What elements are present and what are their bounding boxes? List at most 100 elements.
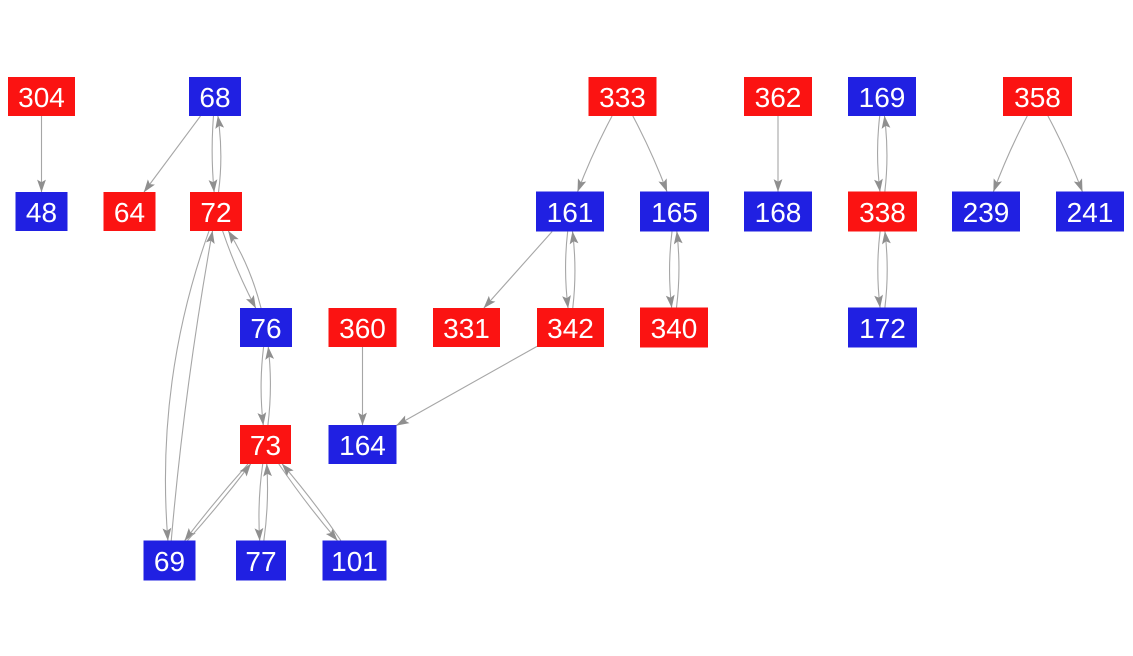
node-label: 77	[245, 546, 276, 577]
node-label: 241	[1067, 197, 1114, 228]
node-label: 362	[755, 82, 802, 113]
graph-node-331[interactable]: 331	[433, 308, 500, 347]
node-label: 73	[250, 430, 281, 461]
graph-node-338[interactable]: 338	[848, 191, 917, 232]
graph-edge-73-101	[278, 463, 338, 541]
node-box[interactable]	[588, 77, 657, 116]
node-label: 165	[651, 197, 698, 228]
node-box[interactable]	[1056, 191, 1124, 232]
node-label: 340	[651, 313, 698, 344]
graph-node-68[interactable]: 68	[189, 77, 241, 116]
graph-node-77[interactable]: 77	[236, 540, 286, 581]
node-box[interactable]	[848, 77, 916, 116]
graph-node-172[interactable]: 172	[848, 307, 917, 348]
graph-edge-76-73	[257, 346, 267, 426]
node-label: 64	[114, 197, 145, 228]
node-label: 358	[1014, 82, 1061, 113]
graph-node-101[interactable]: 101	[322, 540, 387, 581]
node-label: 101	[331, 546, 378, 577]
node-label: 76	[250, 313, 281, 344]
node-box[interactable]	[640, 307, 708, 348]
nodes-layer: 304 68 333 362 169 358 48 64 72 161 165 168 338 239 24…	[8, 77, 1124, 581]
node-box[interactable]	[103, 192, 156, 231]
node-box[interactable]	[433, 308, 500, 347]
graph-node-358[interactable]: 358	[1003, 77, 1072, 116]
graph-edge-169-338	[874, 115, 883, 192]
graph-node-360[interactable]: 360	[328, 308, 397, 347]
graph-node-362[interactable]: 362	[744, 77, 812, 116]
graph-node-73[interactable]: 73	[240, 425, 291, 464]
graph-node-64[interactable]: 64	[103, 192, 156, 231]
node-box[interactable]	[848, 191, 917, 232]
node-box[interactable]	[240, 425, 291, 464]
graph-edge-73-76	[265, 346, 275, 426]
graph-node-164[interactable]: 164	[328, 425, 397, 464]
node-label: 331	[443, 313, 490, 344]
graph-node-168[interactable]: 168	[744, 191, 812, 232]
graph-edge-342-161	[569, 231, 579, 309]
node-label: 342	[547, 313, 594, 344]
node-box[interactable]	[640, 191, 709, 232]
node-label: 69	[154, 546, 185, 577]
node-box[interactable]	[848, 307, 917, 348]
graph-edge-338-169	[881, 115, 891, 192]
node-label: 48	[26, 197, 57, 228]
graph-edge-358-239	[992, 115, 1028, 192]
graph-node-333[interactable]: 333	[588, 77, 657, 116]
node-box[interactable]	[328, 425, 397, 464]
node-box[interactable]	[744, 77, 812, 116]
graph-edge-72-69	[162, 230, 210, 541]
node-box[interactable]	[952, 191, 1020, 232]
graph-node-340[interactable]: 340	[640, 307, 708, 348]
node-box[interactable]	[143, 540, 196, 581]
node-label: 72	[200, 197, 231, 228]
graph-node-76[interactable]: 76	[240, 308, 292, 347]
graph-edge-340-165	[673, 231, 683, 308]
node-label: 304	[18, 82, 65, 113]
graph-edge-101-73	[281, 463, 342, 541]
node-label: 164	[339, 430, 386, 461]
graph-node-239[interactable]: 239	[952, 191, 1020, 232]
graph-edge-68-64	[143, 115, 201, 193]
node-box[interactable]	[1003, 77, 1072, 116]
node-box[interactable]	[536, 191, 604, 232]
graph-node-342[interactable]: 342	[537, 308, 604, 347]
graph-edge-68-72	[208, 115, 218, 193]
node-box[interactable]	[537, 308, 604, 347]
node-box[interactable]	[744, 191, 812, 232]
node-box[interactable]	[236, 540, 286, 581]
node-label: 333	[599, 82, 646, 113]
graph-edge-358-241	[1047, 115, 1083, 192]
node-label: 172	[859, 313, 906, 344]
node-box[interactable]	[328, 308, 397, 347]
node-box[interactable]	[240, 308, 292, 347]
graph-edge-165-340	[665, 231, 675, 308]
edges-layer	[37, 115, 1083, 541]
node-box[interactable]	[190, 192, 242, 231]
graph-edge-161-331	[483, 231, 553, 309]
graph-node-72[interactable]: 72	[190, 192, 242, 231]
node-label: 338	[859, 197, 906, 228]
node-box[interactable]	[322, 540, 387, 581]
graph-edge-73-69	[184, 463, 249, 541]
graph-edge-342-164	[396, 345, 538, 426]
graph-node-165[interactable]: 165	[640, 191, 709, 232]
graph-edge-72-76	[222, 230, 257, 309]
graph-node-161[interactable]: 161	[536, 191, 604, 232]
graph-edge-77-73	[263, 463, 272, 541]
graph-edge-73-77	[254, 463, 264, 541]
node-label: 239	[963, 197, 1010, 228]
graph-node-48[interactable]: 48	[15, 192, 68, 231]
node-box[interactable]	[189, 77, 241, 116]
node-label: 168	[755, 197, 802, 228]
graph-node-69[interactable]: 69	[143, 540, 196, 581]
node-box[interactable]	[8, 77, 75, 116]
graph-node-241[interactable]: 241	[1056, 191, 1124, 232]
node-label: 360	[339, 313, 386, 344]
node-box[interactable]	[15, 192, 68, 231]
graph-node-304[interactable]: 304	[8, 77, 75, 116]
graph-edge-333-161	[577, 115, 613, 192]
graph-node-169[interactable]: 169	[848, 77, 916, 116]
